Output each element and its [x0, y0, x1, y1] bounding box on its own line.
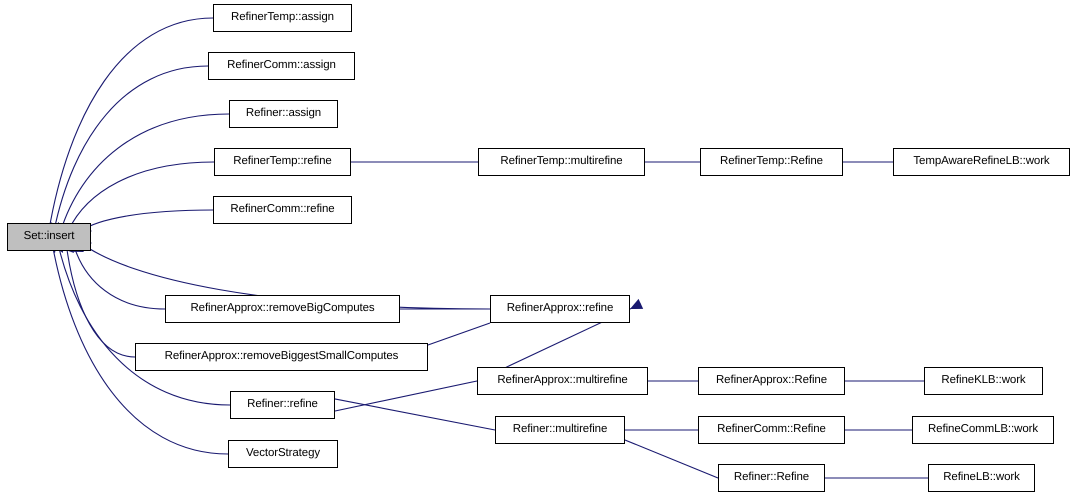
edge-refiner_multirefine-to-refiner_refine — [323, 396, 496, 431]
graph-node-label: RefinerTemp::Refine — [720, 155, 823, 168]
graph-node-tempaware_work[interactable]: TempAwareRefineLB::work — [893, 148, 1070, 176]
graph-node-refinercomm_refine[interactable]: RefinerComm::refine — [213, 196, 352, 224]
edge-refinertemp_assign-to-set_insert — [48, 17, 214, 233]
graph-node-label: Refiner::multirefine — [512, 423, 608, 436]
graph-node-approx_multirefine[interactable]: RefinerApprox::multirefine — [477, 367, 648, 395]
graph-node-label: RefinerTemp::multirefine — [500, 155, 623, 168]
graph-node-label: RefinerApprox::removeBigComputes — [190, 302, 375, 315]
graph-node-label: RefineCommLB::work — [927, 423, 1039, 436]
graph-node-label: RefinerApprox::refine — [506, 302, 614, 315]
graph-node-label: Refiner::refine — [247, 398, 318, 411]
graph-node-label: Set::insert — [23, 230, 75, 243]
edge-refinertemp_refine-to-set_insert — [67, 161, 215, 231]
graph-node-temp_multirefine[interactable]: RefinerTemp::multirefine — [478, 148, 645, 176]
graph-node-vectorstrategy[interactable]: VectorStrategy — [228, 440, 338, 468]
graph-node-refinecommlb_work[interactable]: RefineCommLB::work — [912, 416, 1054, 444]
edge-refiner_refine-to-set_insert — [57, 243, 231, 406]
graph-node-label: RefinerComm::assign — [227, 59, 336, 72]
graph-node-refiner_multirefine[interactable]: Refiner::multirefine — [495, 416, 625, 444]
graph-node-refinelb_work[interactable]: RefineLB::work — [928, 464, 1035, 492]
edge-refinercomm_assign-to-set_insert — [53, 65, 209, 232]
graph-node-refiner_assign[interactable]: Refiner::assign — [229, 100, 338, 128]
graph-node-label: RefinerComm::Refine — [717, 423, 826, 436]
graph-node-temp_Refine[interactable]: RefinerTemp::Refine — [700, 148, 843, 176]
edge-refinercomm_refine-to-set_insert — [80, 209, 214, 232]
edge-refiner_assign-to-set_insert — [60, 113, 230, 232]
graph-node-approx_Refine[interactable]: RefinerApprox::Refine — [698, 367, 845, 395]
graph-node-approx_removebig[interactable]: RefinerApprox::removeBigComputes — [165, 295, 400, 323]
graph-node-refiner_Refine[interactable]: Refiner::Refine — [718, 464, 825, 492]
edge-approx_removebig-to-set_insert — [73, 246, 166, 310]
graph-node-label: RefineKLB::work — [941, 374, 1026, 387]
graph-node-refiner_refine[interactable]: Refiner::refine — [230, 391, 335, 419]
edge-approx_removesmall-to-set_insert — [65, 245, 136, 358]
graph-node-label: VectorStrategy — [245, 447, 321, 460]
graph-node-refinertemp_refine[interactable]: RefinerTemp::refine — [214, 148, 351, 176]
graph-node-label: RefinerApprox::removeBiggestSmallCompute… — [164, 350, 399, 363]
arrowhead-approx_multirefine-to-approx_refine — [630, 298, 644, 309]
graph-node-refineklb_work[interactable]: RefineKLB::work — [924, 367, 1043, 395]
graph-node-label: RefinerTemp::refine — [233, 155, 332, 168]
graph-node-label: RefinerTemp::assign — [231, 11, 334, 24]
graph-node-approx_removesmall[interactable]: RefinerApprox::removeBiggestSmallCompute… — [135, 343, 428, 371]
graph-node-label: RefinerComm::refine — [230, 203, 335, 216]
graph-node-comm_Refine[interactable]: RefinerComm::Refine — [698, 416, 845, 444]
graph-node-label: Refiner::Refine — [733, 471, 810, 484]
graph-node-label: RefineLB::work — [943, 471, 1020, 484]
graph-node-refinercomm_assign[interactable]: RefinerComm::assign — [208, 52, 355, 80]
graph-node-label: RefinerApprox::multirefine — [497, 374, 628, 387]
graph-node-approx_refine[interactable]: RefinerApprox::refine — [490, 295, 630, 323]
graph-node-label: TempAwareRefineLB::work — [913, 155, 1050, 168]
graph-node-label: Refiner::assign — [245, 107, 322, 120]
graph-node-set_insert[interactable]: Set::insert — [7, 223, 91, 251]
edges-group — [48, 17, 928, 479]
graph-node-refinertemp_assign[interactable]: RefinerTemp::assign — [213, 4, 352, 32]
edge-approx_multirefine-to-refiner_refine — [323, 380, 478, 415]
graph-node-label: RefinerApprox::Refine — [715, 374, 828, 387]
